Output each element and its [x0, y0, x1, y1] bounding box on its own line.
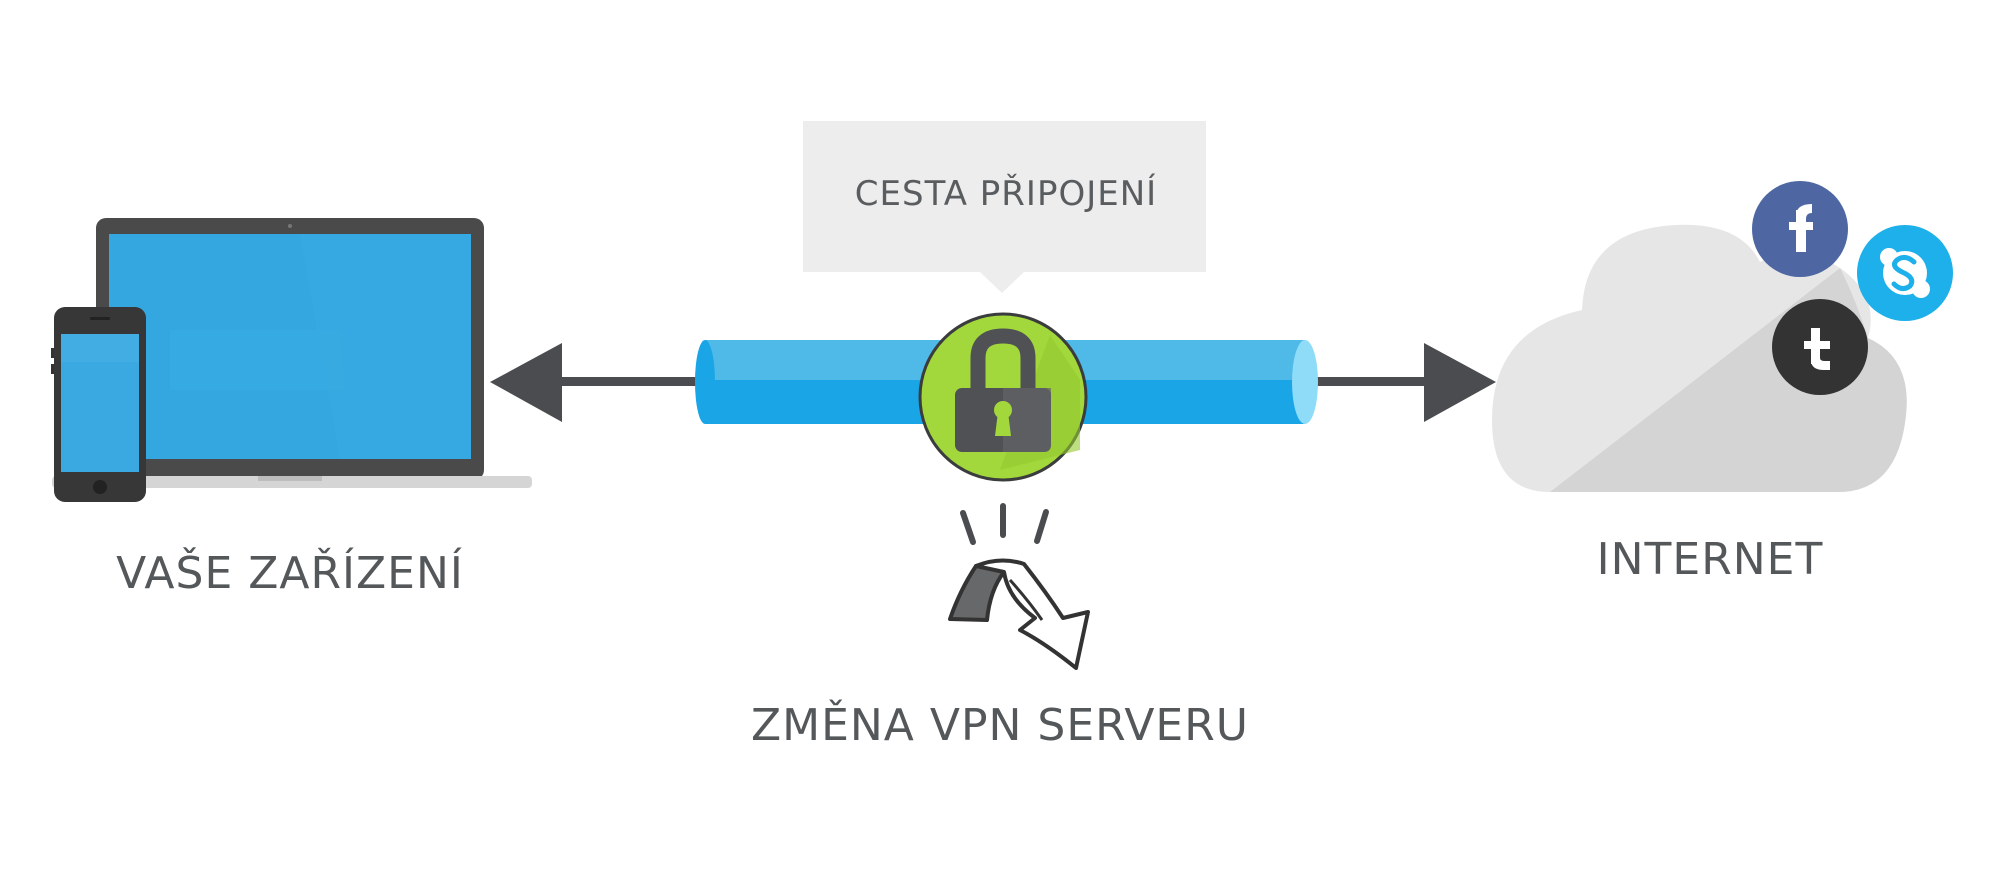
skype-icon — [1857, 225, 1953, 321]
facebook-icon — [1752, 181, 1848, 277]
left-arrow-icon — [490, 343, 700, 422]
curved-arrow-icon — [948, 558, 1090, 670]
motion-lines — [960, 503, 1049, 545]
lock-icon — [918, 312, 1088, 482]
devices-label: VAŠE ZAŘÍZENÍ — [116, 548, 464, 599]
internet-label: INTERNET — [1596, 534, 1824, 585]
callout-title: CESTA PŘIPOJENÍ — [854, 174, 1158, 214]
callout-box — [803, 121, 1206, 293]
phone-icon — [51, 307, 146, 502]
vpn-tunnel — [695, 340, 1318, 424]
laptop-icon — [52, 218, 532, 488]
vpn-server-change-label: ZMĚNA VPN SERVERU — [750, 700, 1249, 751]
tumblr-icon — [1772, 299, 1868, 395]
right-arrow-icon — [1308, 343, 1496, 422]
